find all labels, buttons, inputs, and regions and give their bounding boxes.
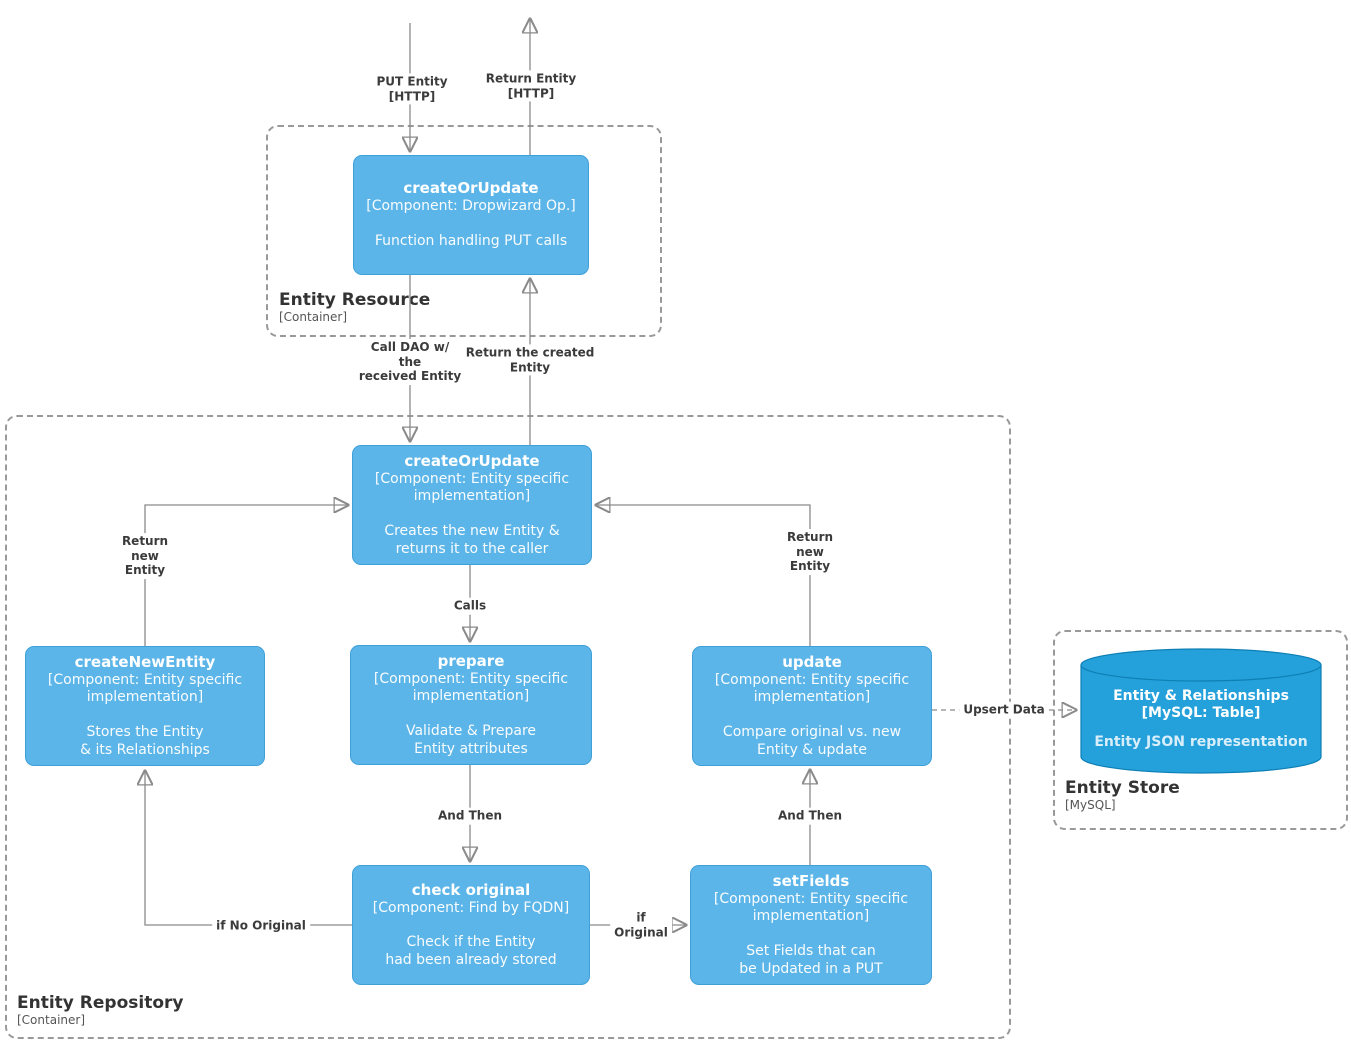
component-meta: [Component: Find by FQDN]	[372, 899, 570, 916]
database-desc: Entity JSON representation	[1094, 734, 1308, 751]
database-entity-relationships: Entity & Relationships [MySQL: Table] En…	[1080, 648, 1322, 774]
component-title: prepare	[437, 651, 505, 670]
edge-return-new-right	[597, 505, 811, 646]
edge-label-return-created: Return the created Entity	[461, 344, 599, 376]
component-title: update	[782, 652, 842, 671]
container-entity-repository: Entity Repository [Container]	[5, 415, 1011, 1039]
database-meta: [MySQL: Table]	[1141, 704, 1261, 721]
component-desc: Set Fields that can be Updated in a PUT	[739, 942, 883, 977]
component-create-or-update-repo: createOrUpdate [Component: Entity specif…	[352, 445, 592, 565]
component-prepare: prepare [Component: Entity specific impl…	[350, 645, 592, 765]
database-title: Entity & Relationships	[1113, 688, 1289, 704]
edge-label-put-entity: PUT Entity [HTTP]	[372, 73, 452, 105]
container-entity-store: Entity Store [MySQL]	[1053, 630, 1348, 830]
edge-label-return-new-left: Return new Entity	[117, 533, 173, 579]
container-type: [MySQL]	[1065, 798, 1116, 813]
component-title: createNewEntity	[74, 652, 216, 671]
edge-label-if-original: if Original	[610, 909, 672, 941]
component-title: setFields	[772, 871, 850, 890]
edge-label-and-then-left: And Then	[433, 807, 507, 825]
component-title: check original	[411, 880, 531, 899]
container-entity-resource: Entity Resource [Container]	[266, 125, 662, 337]
component-set-fields: setFields [Component: Entity specific im…	[690, 865, 932, 985]
edge-label-return-entity: Return Entity [HTTP]	[481, 70, 581, 102]
component-meta: [Component: Dropwizard Op.]	[366, 198, 576, 215]
container-entity-store-label: Entity Store [MySQL]	[1065, 777, 1180, 814]
container-title: Entity Resource	[279, 289, 431, 310]
container-type: [Container]	[279, 310, 348, 325]
component-desc: Check if the Entity had been already sto…	[385, 934, 557, 968]
component-desc: Validate & Prepare Entity attributes	[405, 722, 537, 757]
component-desc: Creates the new Entity & returns it to t…	[384, 522, 560, 557]
component-desc: Function handling PUT calls	[374, 232, 568, 249]
database-cylinder-icon	[1080, 648, 1322, 774]
component-meta: [Component: Entity specific implementati…	[373, 670, 569, 705]
edge-label-call-dao: Call DAO w/ the received Entity	[354, 339, 466, 385]
container-title: Entity Store	[1065, 777, 1180, 798]
container-entity-repository-label: Entity Repository [Container]	[17, 992, 184, 1029]
component-meta: [Component: Entity specific implementati…	[713, 890, 909, 925]
container-title: Entity Repository	[17, 992, 184, 1013]
component-create-new-entity: createNewEntity [Component: Entity speci…	[25, 646, 265, 766]
component-meta: [Component: Entity specific implementati…	[374, 470, 570, 505]
edge-label-upsert-data: Upsert Data	[959, 701, 1049, 719]
edge-label-return-new-right: Return new Entity	[782, 529, 838, 575]
edge-label-and-then-right: And Then	[773, 807, 847, 825]
component-title: createOrUpdate	[403, 179, 539, 198]
component-desc: Stores the Entity & its Relationships	[80, 723, 210, 758]
component-desc: Compare original vs. new Entity & update	[722, 723, 902, 758]
edge-if-no-original	[145, 772, 352, 926]
container-entity-resource-label: Entity Resource [Container]	[279, 289, 431, 326]
component-meta: [Component: Entity specific implementati…	[714, 671, 910, 706]
component-meta: [Component: Entity specific implementati…	[47, 671, 243, 706]
edge-label-calls: Calls	[449, 597, 491, 615]
database-text: Entity & Relationships [MySQL: Table] En…	[1080, 688, 1322, 750]
component-title: createOrUpdate	[404, 451, 540, 470]
component-update: update [Component: Entity specific imple…	[692, 646, 932, 766]
edge-label-if-no-original: if No Original	[212, 917, 310, 935]
container-type: [Container]	[17, 1013, 86, 1028]
component-check-original: check original [Component: Find by FQDN]…	[352, 865, 590, 985]
edge-return-new-left	[144, 505, 347, 646]
component-create-or-update-resource: createOrUpdate [Component: Dropwizard Op…	[353, 155, 589, 275]
